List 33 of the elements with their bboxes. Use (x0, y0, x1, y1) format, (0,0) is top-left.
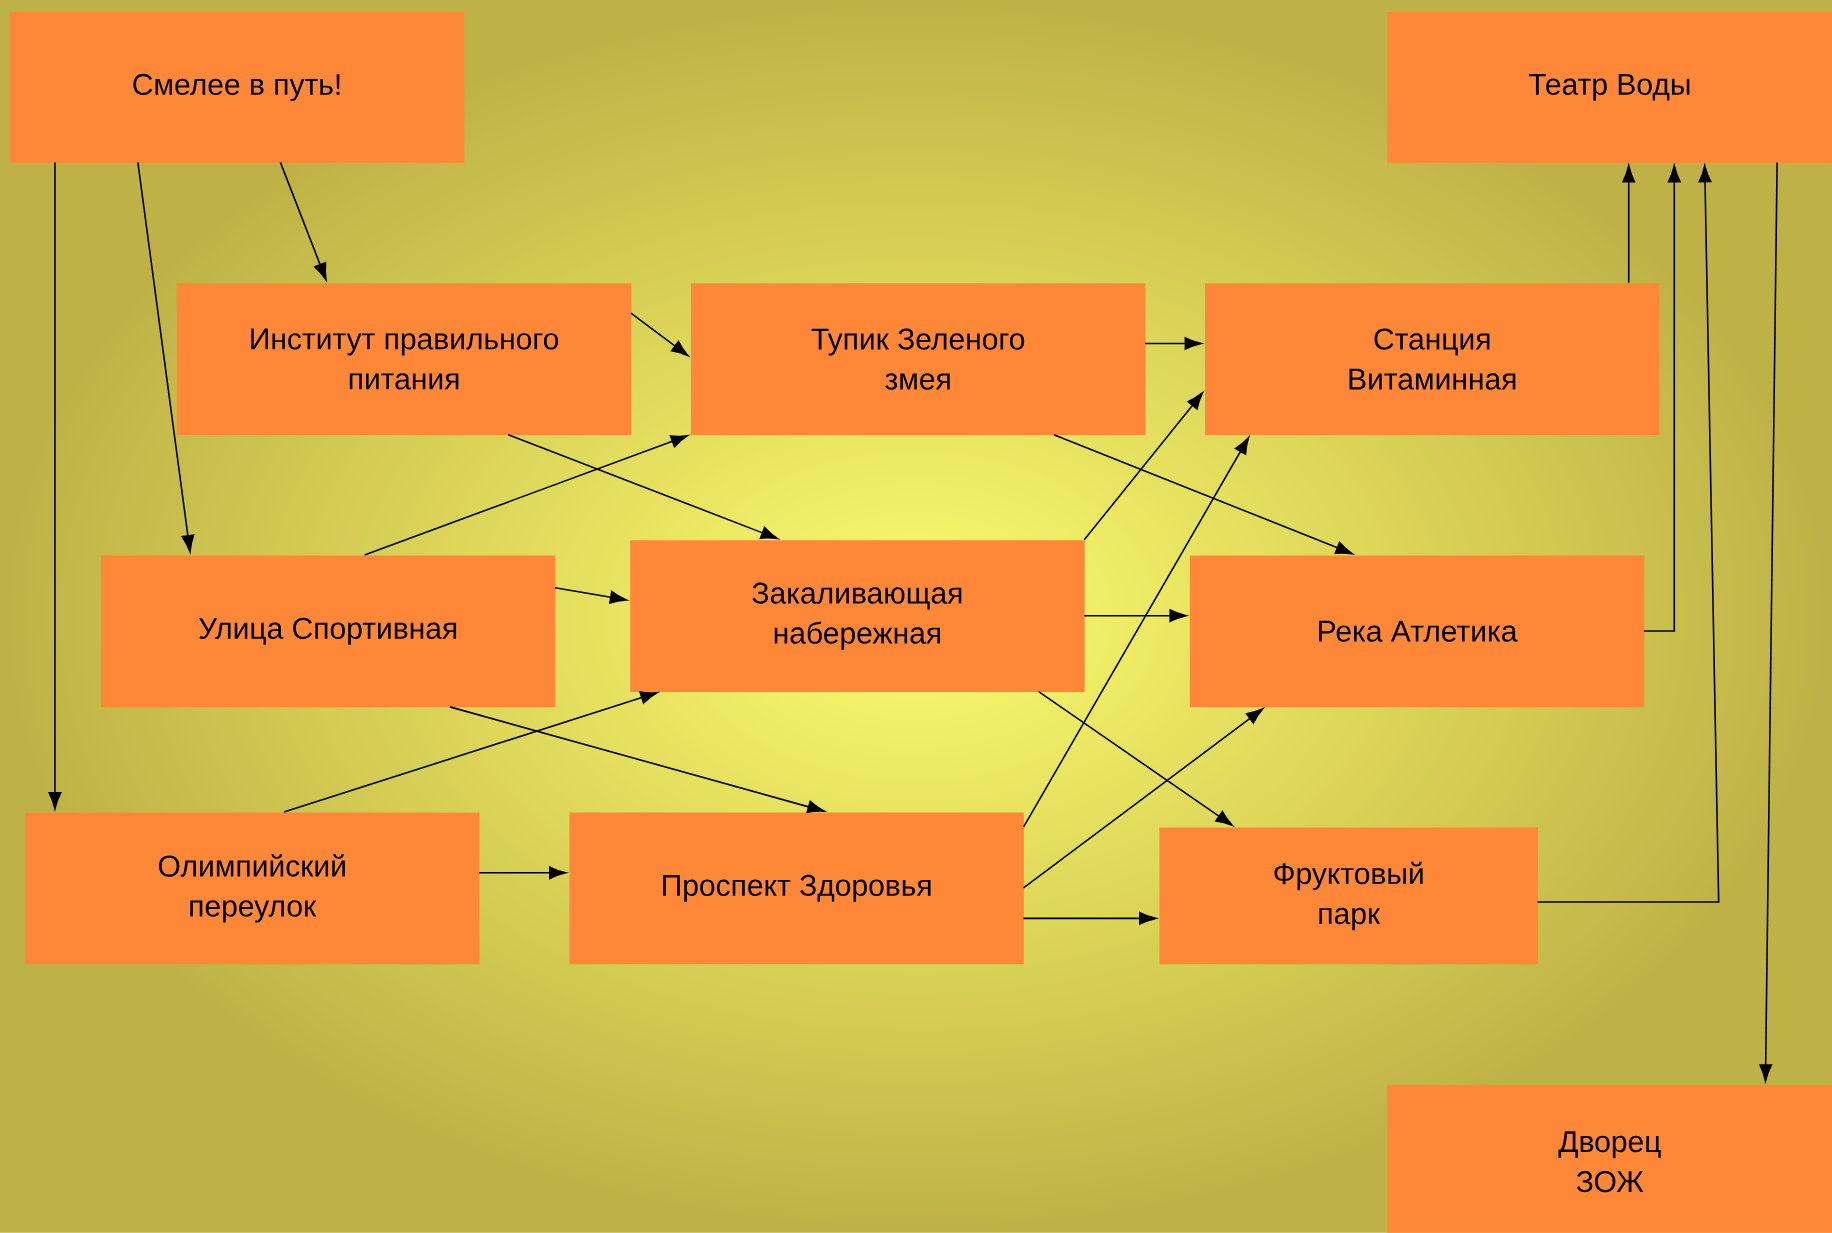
arrow (1022, 708, 1264, 889)
arrow (1536, 165, 1720, 903)
arrow (507, 434, 778, 540)
place-box: Фруктовый парк (1159, 827, 1538, 965)
place-box: Улица Спортивная (100, 555, 556, 708)
arrow (1083, 609, 1187, 623)
place-box: Тупик Зеленого змея (690, 283, 1146, 436)
arrow (449, 706, 825, 814)
place-box: Театр Воды (1387, 12, 1832, 163)
place-box: Река Атлетика (1189, 555, 1645, 708)
place-box: Закаливающая набережная (630, 540, 1085, 693)
arrow (554, 587, 628, 604)
arrow (279, 161, 327, 281)
arrow (1083, 392, 1204, 541)
place-box: Олимпийский переулок (24, 812, 480, 965)
arrow (630, 312, 689, 357)
place-box: Дворец ЗОЖ (1387, 1084, 1832, 1233)
arrow (48, 161, 62, 810)
place-box: Проспект Здоровья (569, 812, 1024, 965)
arrow (1053, 434, 1353, 555)
place-box: Смелее в путь! (9, 12, 465, 163)
arrow (1037, 691, 1233, 827)
arrow (1622, 165, 1636, 284)
arrow (283, 691, 658, 813)
arrow (137, 161, 195, 553)
arrow (478, 866, 567, 880)
arrow (363, 435, 688, 556)
arrow (1022, 912, 1157, 925)
place-box: Станция Витаминная (1205, 283, 1660, 436)
arrow (1759, 161, 1778, 1082)
arrow (1022, 437, 1250, 829)
arrow (1643, 165, 1681, 632)
place-box: Институт правильного питания (176, 283, 632, 436)
